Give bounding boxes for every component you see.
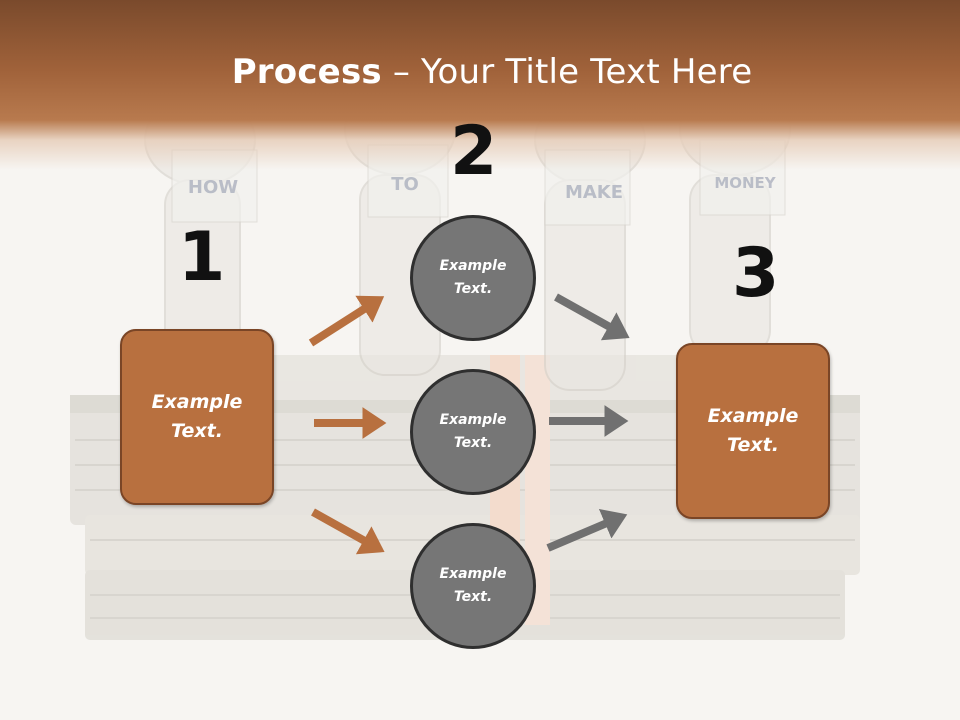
arrow-left-down	[311, 508, 385, 555]
slide-title: Process – Your Title Text Here	[0, 52, 960, 92]
sign-make: MAKE	[565, 182, 623, 203]
sign-money: MONEY	[714, 174, 776, 192]
circle-middle[interactable]: Example Text.	[410, 369, 536, 495]
title-bold: Process	[231, 52, 382, 92]
title-rest: – Your Title Text Here	[381, 52, 753, 92]
circle-bottom-text: Example Text.	[439, 566, 507, 605]
step-number-2: 2	[450, 112, 498, 191]
box-step-3-text: Example Text.	[707, 405, 799, 456]
circle-top[interactable]: Example Text.	[410, 215, 536, 341]
step-number-3: 3	[732, 234, 780, 313]
arrow-left-up	[308, 295, 385, 347]
brown-arrows	[308, 295, 387, 555]
gray-arrows	[546, 293, 630, 552]
circle-top-text: Example Text.	[439, 258, 507, 297]
sign-to: TO	[391, 174, 419, 195]
circle-middle-text: Example Text.	[439, 412, 507, 451]
box-step-1[interactable]: Example Text.	[120, 329, 274, 505]
header-band	[0, 0, 960, 170]
arrow-right-down	[554, 293, 630, 341]
circle-bottom[interactable]: Example Text.	[410, 523, 536, 649]
step-number-1: 1	[178, 218, 226, 297]
box-step-3[interactable]: Example Text.	[676, 343, 830, 519]
sign-how: HOW	[188, 177, 238, 198]
arrow-right-up	[546, 509, 628, 552]
box-step-1-text: Example Text.	[151, 391, 243, 442]
